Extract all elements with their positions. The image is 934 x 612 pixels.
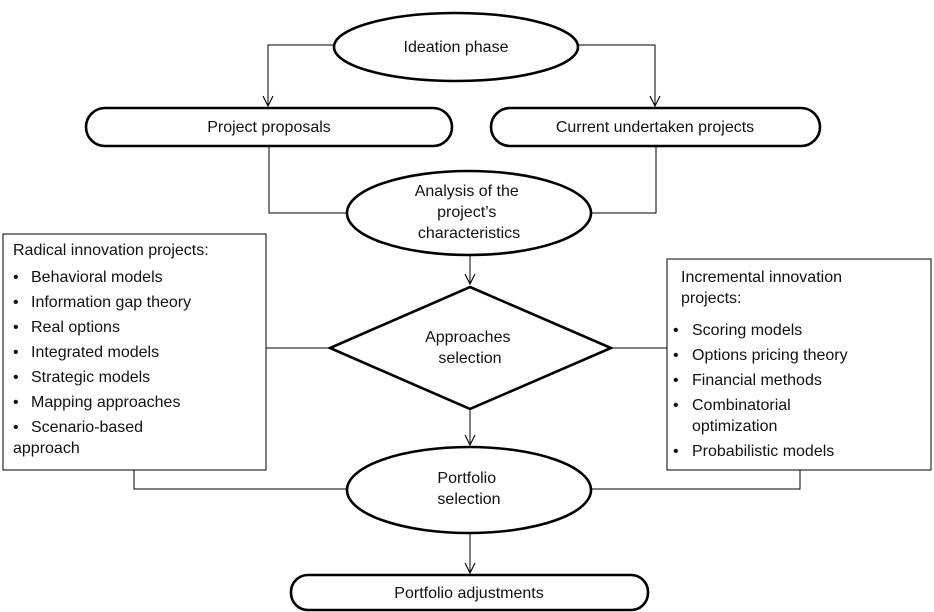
radical-method-item: Scenario-based <box>31 419 143 436</box>
svg-text:Analysis of the project’: Analysis of the project’s characteristic… <box>415 183 524 242</box>
node-project-proposals-label: Project proposals <box>207 119 331 136</box>
radical-method-list: • Behavioral models • Information gap theor… <box>13 269 191 457</box>
node-current-projects: Current undertaken projects <box>489 106 822 148</box>
connector-current-to-analysis <box>590 144 657 214</box>
radical-method-bullet: • <box>13 294 19 311</box>
connector-proposals-to-analysis <box>268 144 348 214</box>
incremental-method-bullet: • <box>673 322 679 339</box>
node-portfolio-line-1: Portfolio <box>437 470 496 487</box>
node-approaches-line-2: selection <box>438 350 501 367</box>
node-current-projects-label: Current undertaken projects <box>556 119 754 136</box>
connector-ideation-to-proposals <box>268 44 334 106</box>
radical-method-bullet: • <box>13 344 19 361</box>
svg-text:Radical innovation projects:: Radical innovation projects: <box>13 242 209 259</box>
node-portfolio-selection: Portfolio selection <box>345 445 593 535</box>
connector-radical-to-portfolio <box>133 470 348 490</box>
node-project-proposals: Project proposals <box>84 106 454 148</box>
radical-method-bullet: • <box>13 394 19 411</box>
node-analysis: Analysis of the project’s characteristic… <box>345 169 593 257</box>
radical-method-bullet: • <box>13 369 19 386</box>
radical-method-item: Mapping approaches <box>31 394 180 411</box>
node-approaches-selection: Approaches selection <box>326 285 615 411</box>
node-analysis-line-1: Analysis of the <box>415 183 519 200</box>
incremental-method-item: Combinatorial <box>692 397 791 414</box>
connector-ideation-to-current <box>578 44 655 106</box>
node-approaches-line-1: Approaches <box>425 329 510 346</box>
incremental-box-title-line-1: Incremental innovation <box>681 269 842 286</box>
radical-method-item: Information gap theory <box>31 294 191 311</box>
incremental-innovation-box: Incremental innovation projects: • Scorin… <box>666 258 932 471</box>
connectors <box>133 44 801 573</box>
node-portfolio-adjustments: Portfolio adjustments <box>289 573 650 612</box>
connector-incremental-to-portfolio <box>590 470 801 490</box>
radical-method-bullet: • <box>13 269 19 286</box>
incremental-method-bullet: • <box>673 397 679 414</box>
svg-text:Incremental innovation p: Incremental innovation projects: <box>681 269 846 307</box>
node-ideation-label: Ideation phase <box>404 39 509 56</box>
incremental-method-item: Financial methods <box>692 372 822 389</box>
radical-method-item: Behavioral models <box>31 269 163 286</box>
node-analysis-line-2: project’s <box>437 204 496 221</box>
incremental-method-list: • Scoring models • Options pricing theory • F… <box>673 322 848 460</box>
incremental-box-title-line-2: projects: <box>681 290 741 307</box>
radical-method-bullet: • <box>13 419 19 436</box>
svg-text:Portfolio selection: Portfolio selection <box>437 470 500 508</box>
node-adjustments-label: Portfolio adjustments <box>394 585 543 602</box>
incremental-method-item: Scoring models <box>692 322 802 339</box>
incremental-method-bullet: • <box>673 372 679 389</box>
svg-text:Portfolio adjustments: Portfolio adjustments <box>394 585 543 602</box>
incremental-method-bullet: • <box>673 443 679 460</box>
radical-method-item: Real options <box>31 319 120 336</box>
svg-text:Project proposals: Project proposals <box>207 119 331 136</box>
svg-text:Approaches selection: Approaches selection <box>425 329 515 367</box>
incremental-method-item: Probabilistic models <box>692 443 834 460</box>
incremental-method-bullet: • <box>673 347 679 364</box>
node-analysis-line-3: characteristics <box>418 225 520 242</box>
radical-method-item: Integrated models <box>31 344 159 361</box>
incremental-method-item: optimization <box>692 418 777 435</box>
radical-innovation-box: Radical innovation projects: • Behavioral… <box>2 233 267 471</box>
radical-box-title: Radical innovation projects: <box>13 242 209 259</box>
radical-method-item: approach <box>13 440 80 457</box>
incremental-method-item: Options pricing theory <box>692 347 848 364</box>
node-portfolio-line-2: selection <box>437 491 500 508</box>
node-ideation: Ideation phase <box>332 11 580 83</box>
svg-text:Current undertaken projects: Current undertaken projects <box>556 119 754 136</box>
radical-method-bullet: • <box>13 319 19 336</box>
radical-method-item: Strategic models <box>31 369 150 386</box>
svg-text:Ideation phase: Ideation phase <box>404 39 509 56</box>
